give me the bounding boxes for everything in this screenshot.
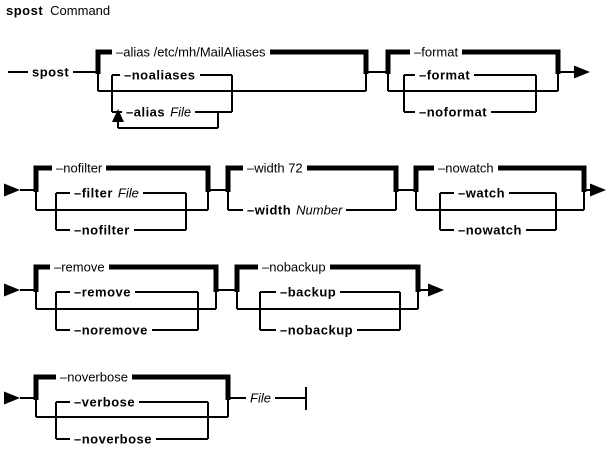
watch-option-label: –watch: [454, 185, 510, 201]
row2-start-arrow-icon: [4, 183, 20, 197]
filter-file-param: File: [117, 185, 139, 201]
row3-start-arrow-icon: [4, 283, 20, 297]
noaliases-label: –noaliases: [120, 67, 200, 83]
alias-file-param: File: [170, 104, 192, 120]
noformat-label: –noformat: [415, 104, 492, 120]
nobackup-default-label: –nobackup: [258, 259, 330, 275]
nowatch-option-label: –nowatch: [454, 222, 526, 238]
noremove-option-label: –noremove: [70, 322, 152, 338]
title-suffix: Command: [50, 3, 111, 18]
row1-end-arrow-icon: [574, 65, 590, 79]
remove-option-label: –remove: [70, 284, 135, 300]
width-flag: –width: [247, 202, 292, 218]
nowatch-default-label: –nowatch: [434, 160, 498, 176]
verbose-option-label: –verbose: [70, 394, 140, 410]
alias-flag: –alias: [126, 104, 166, 120]
repeat-up-arrow-icon: [112, 109, 124, 122]
file-terminal-label: File: [246, 390, 275, 406]
noverbose-option-label: –noverbose: [70, 431, 156, 447]
nobackup-option-label: –nobackup: [276, 322, 358, 338]
remove-default-label: –remove: [50, 259, 109, 275]
width-number-param: Number: [296, 202, 343, 218]
row3-end-arrow-icon: [428, 283, 444, 297]
filter-flag: –filter: [74, 185, 113, 201]
spost-start-label: spost: [28, 64, 74, 80]
nofilter-option-label: –nofilter: [70, 222, 134, 238]
title-command: spost: [6, 3, 44, 18]
row4-start-arrow-icon: [4, 391, 20, 405]
backup-option-label: –backup: [276, 284, 341, 300]
format-default-label: –format: [410, 44, 463, 60]
row2-end-arrow-icon: [590, 183, 606, 197]
noverbose-default-label: –noverbose: [56, 369, 132, 385]
width-default-label: –width 72: [243, 160, 307, 176]
alias-default-label: –alias /etc/mh/MailAliases: [112, 44, 270, 60]
page-title: spost Command: [6, 3, 110, 19]
nofilter-default-label: –nofilter: [52, 160, 107, 176]
format-on-label: –format: [415, 67, 475, 83]
